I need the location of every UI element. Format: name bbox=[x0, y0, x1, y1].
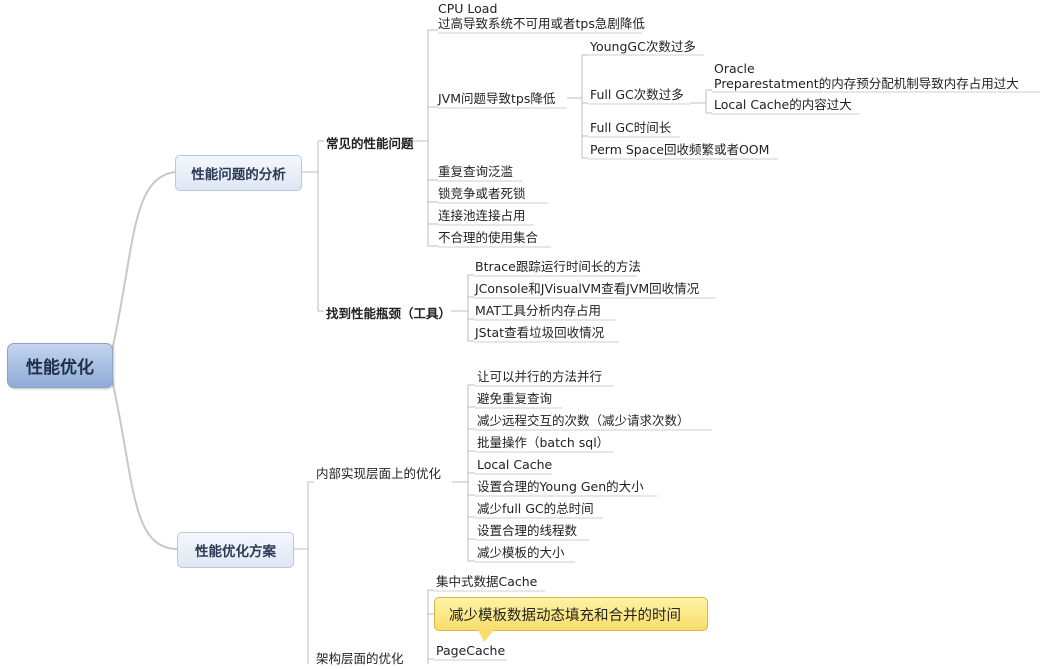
young-gc-node[interactable]: YoungGC次数过多 bbox=[590, 39, 696, 54]
internal-item[interactable]: 让可以并行的方法并行 bbox=[477, 369, 603, 384]
internal-item[interactable]: 设置合理的线程数 bbox=[477, 523, 578, 538]
tool-mat-node[interactable]: MAT工具分析内存占用 bbox=[475, 303, 602, 318]
lock-contention-node[interactable]: 锁竞争或者死锁 bbox=[438, 186, 526, 201]
analysis-node[interactable]: 性能问题的分析 bbox=[175, 155, 302, 191]
cpu-load-desc: 过高导致系统不可用或者tps急剧降低 bbox=[438, 16, 645, 31]
solution-node[interactable]: 性能优化方案 bbox=[177, 532, 294, 568]
full-gc-node[interactable]: Full GC次数过多 bbox=[590, 87, 684, 102]
repeated-query-node[interactable]: 重复查询泛滥 bbox=[438, 164, 514, 179]
architecture-optimization-node[interactable]: 架构层面的优化 bbox=[316, 651, 404, 666]
template-callout[interactable]: 减少模板数据动态填充和合并的时间 bbox=[434, 597, 708, 631]
connection-pool-node[interactable]: 连接池连接占用 bbox=[438, 208, 526, 223]
internal-item[interactable]: 减少远程交互的次数（减少请求次数） bbox=[477, 413, 690, 428]
oracle-desc: Preparestatment的内存预分配机制导致内存占用过大 bbox=[714, 76, 1019, 91]
common-problems-node[interactable]: 常见的性能问题 bbox=[326, 136, 414, 151]
tool-btrace-node[interactable]: Btrace跟踪运行时间长的方法 bbox=[475, 259, 641, 274]
internal-item[interactable]: 减少模板的大小 bbox=[477, 545, 565, 560]
internal-item[interactable]: 避免重复查询 bbox=[477, 391, 553, 406]
page-cache-node[interactable]: PageCache bbox=[436, 643, 506, 658]
tool-jconsole-node[interactable]: JConsole和JVisualVM查看JVM回收情况 bbox=[475, 281, 700, 296]
cpu-load-node[interactable]: CPU Load 过高导致系统不可用或者tps急剧降低 bbox=[438, 1, 645, 34]
tool-jstat-node[interactable]: JStat查看垃圾回收情况 bbox=[475, 325, 605, 340]
oracle-title: Oracle bbox=[714, 61, 755, 76]
internal-optimization-node[interactable]: 内部实现层面上的优化 bbox=[316, 466, 442, 481]
internal-item[interactable]: 批量操作（batch sql） bbox=[477, 435, 610, 450]
jvm-node[interactable]: JVM问题导致tps降低 bbox=[438, 91, 556, 106]
perm-space-node[interactable]: Perm Space回收频繁或者OOM bbox=[590, 142, 770, 157]
internal-item[interactable]: 减少full GC的总时间 bbox=[477, 501, 594, 516]
internal-item[interactable]: 设置合理的Young Gen的大小 bbox=[477, 479, 644, 494]
tools-node[interactable]: 找到性能瓶颈（工具） bbox=[326, 306, 452, 321]
root-node[interactable]: 性能优化 bbox=[7, 343, 113, 388]
cpu-load-title: CPU Load bbox=[438, 1, 498, 16]
callout-tail bbox=[478, 630, 494, 642]
root-to-solution-curve bbox=[110, 374, 178, 550]
full-gc-long-node[interactable]: Full GC时间长 bbox=[590, 120, 672, 135]
central-cache-node[interactable]: 集中式数据Cache bbox=[436, 574, 538, 589]
root-to-analysis-curve bbox=[110, 171, 176, 356]
internal-item[interactable]: Local Cache bbox=[477, 457, 553, 472]
collection-misuse-node[interactable]: 不合理的使用集合 bbox=[438, 230, 539, 245]
local-cache-large-node[interactable]: Local Cache的内容过大 bbox=[714, 97, 852, 112]
oracle-node[interactable]: Oracle Preparestatment的内存预分配机制导致内存占用过大 bbox=[714, 61, 1019, 94]
